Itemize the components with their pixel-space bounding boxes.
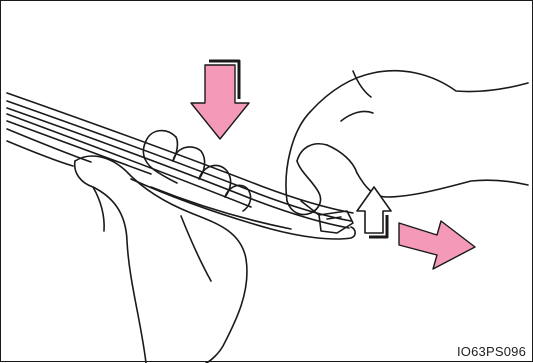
push-down-arrow [191, 61, 249, 139]
figure-code: IO63PS096 [457, 344, 526, 359]
pull-out-arrow [399, 221, 475, 269]
right-hand [286, 71, 528, 215]
left-hand [75, 131, 251, 363]
lift-up-arrow [357, 187, 391, 237]
